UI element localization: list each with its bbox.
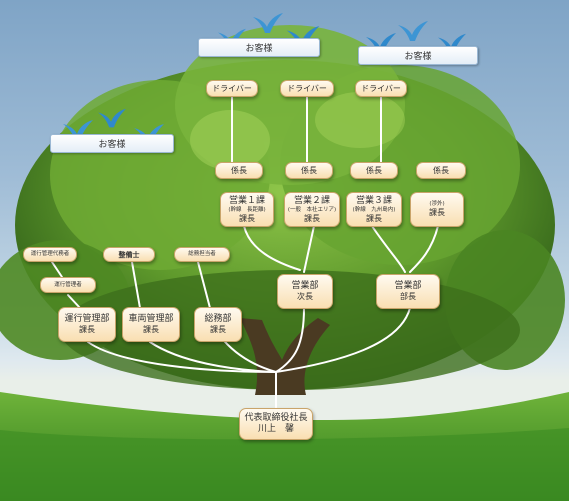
mechanic-node: 整備士: [103, 247, 155, 262]
sales-dept-deputy: 営業部 次長: [277, 274, 333, 309]
chief-node: 係長: [215, 162, 263, 179]
chief-node: 係長: [285, 162, 333, 179]
dept-role: 課長: [143, 325, 159, 334]
bird-icon: [218, 28, 246, 48]
staff-label: 整備士: [118, 250, 140, 259]
general-affairs-dept: 総務部 課長: [194, 307, 242, 342]
driver-node: ドライバー: [355, 80, 407, 97]
customer-label: お客様: [198, 38, 320, 57]
chief-node: 係長: [350, 162, 398, 179]
driver-label: ドライバー: [212, 83, 252, 93]
dept-title: 車両管理部: [128, 314, 174, 324]
dept-role: 課長: [79, 325, 95, 334]
sales-section-3: 営業３課 (幹線 九州島内) 課長: [346, 192, 402, 227]
driver-label: ドライバー: [361, 83, 401, 93]
dept-role: 部長: [400, 292, 416, 301]
ops-management-dept: 運行管理部 課長: [58, 307, 116, 342]
dept-title: 総務部: [204, 314, 232, 324]
staff-label: 運行管理代務者: [30, 251, 70, 257]
bird-icon: [438, 33, 466, 53]
president-node: 代表取締役社長 川上 馨: [239, 408, 313, 440]
section-subtitle: (一般 本社エリア): [287, 206, 337, 213]
chief-label: 係長: [301, 165, 317, 175]
chief-node: 係長: [416, 162, 466, 179]
section-title: 営業２課: [293, 195, 330, 206]
external-affairs-section: (渉外) 課長: [410, 192, 464, 227]
ops-deputy-node: 運行管理代務者: [23, 247, 77, 262]
vehicle-management-dept: 車両管理部 課長: [122, 307, 180, 342]
section-subtitle: (幹線 九州島内): [352, 206, 396, 213]
chief-label: 係長: [366, 165, 382, 175]
customer-label: お客様: [358, 46, 478, 65]
bird-icon: [398, 21, 428, 41]
bird-icon: [286, 26, 320, 48]
president-name: 川上 馨: [257, 424, 294, 434]
driver-label: ドライバー: [287, 83, 327, 93]
bird-icon: [63, 120, 93, 140]
dept-title: 営業部: [394, 281, 422, 291]
admin-staff-node: 総務担当者: [174, 247, 230, 262]
sales-section-1: 営業１課 (幹線 長距離) 課長: [220, 192, 274, 227]
driver-node: ドライバー: [206, 80, 258, 97]
bird-icon: [98, 108, 126, 128]
driver-node: ドライバー: [280, 80, 334, 97]
staff-label: 総務担当者: [188, 251, 216, 257]
section-role: 課長: [239, 213, 255, 223]
staff-label: 運行管理者: [54, 281, 82, 288]
dept-role: 次長: [297, 292, 313, 301]
bird-icon: [366, 33, 396, 53]
bird-icon: [134, 124, 164, 144]
section-title: 営業３課: [355, 195, 392, 206]
section-subtitle: (幹線 長距離): [228, 206, 266, 213]
section-subtitle: (渉外): [429, 201, 445, 207]
sales-section-2: 営業２課 (一般 本社エリア) 課長: [284, 192, 340, 227]
customer-label: お客様: [50, 134, 174, 153]
bird-icon: [253, 13, 283, 33]
dept-title: 営業部: [291, 281, 319, 291]
president-title: 代表取締役社長: [244, 413, 308, 423]
sales-dept-head: 営業部 部長: [376, 274, 440, 309]
section-title: 営業１課: [228, 195, 265, 206]
section-role: 課長: [304, 213, 320, 223]
chief-label: 係長: [433, 165, 449, 175]
dept-title: 運行管理部: [64, 314, 110, 324]
chief-label: 係長: [231, 165, 247, 175]
section-role: 課長: [429, 208, 445, 217]
section-role: 課長: [366, 213, 382, 223]
ops-manager-node: 運行管理者: [40, 277, 96, 293]
dept-role: 課長: [210, 325, 226, 334]
